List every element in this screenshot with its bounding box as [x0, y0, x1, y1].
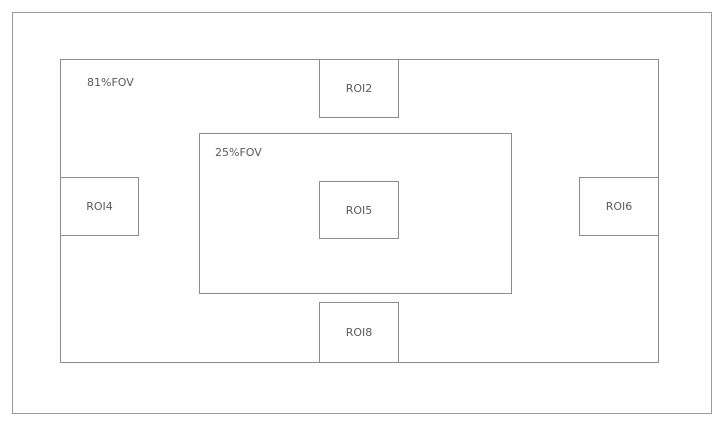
roi-4-box: ROI4	[60, 177, 139, 236]
roi-5-box: ROI5	[319, 181, 399, 239]
fov-25-label: 25%FOV	[215, 146, 262, 159]
roi-6-label: ROI6	[605, 200, 633, 213]
fov-81-label: 81%FOV	[87, 76, 134, 89]
roi-5-label: ROI5	[345, 203, 373, 217]
roi-4-label: ROI4	[86, 200, 113, 213]
roi-6-box: ROI6	[579, 177, 659, 236]
roi-2-box: ROI2	[319, 59, 399, 118]
roi-2-label: ROI2	[345, 82, 373, 95]
roi-8-label: ROI8	[345, 326, 373, 339]
roi-8-box: ROI8	[319, 302, 399, 363]
